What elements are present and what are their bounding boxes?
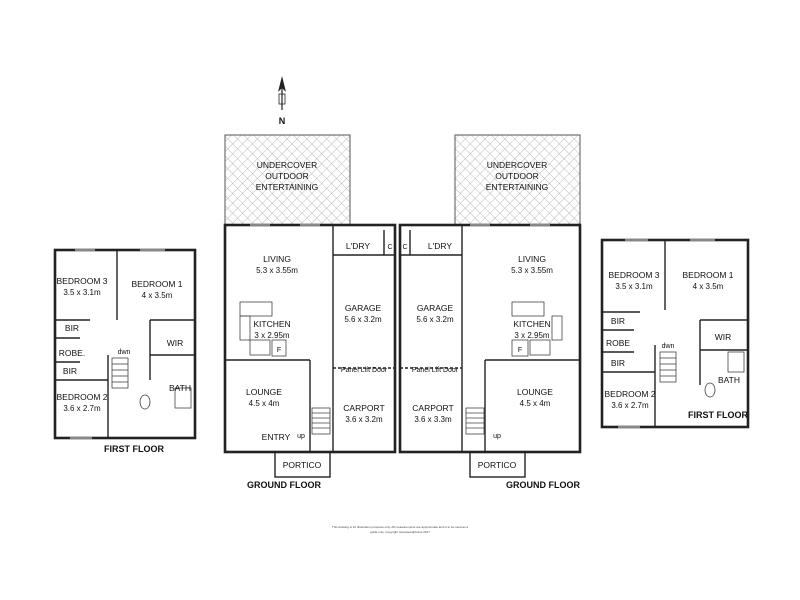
carport-dims: 3.6 x 3.3m [414, 415, 452, 424]
outdoor-label-line1: UNDERCOVER [487, 160, 547, 170]
bedroom3-label: BEDROOM 3 [56, 276, 107, 286]
carport-label: CARPORT [343, 403, 384, 413]
outdoor-label-line2: OUTDOOR [265, 171, 308, 181]
laundry-cupboard-label: C [402, 244, 407, 251]
disclaimer-line1: This drawing is for illustration purpose… [332, 525, 469, 529]
laundry-label: L'DRY [428, 241, 452, 251]
carport-dims: 3.6 x 3.2m [345, 415, 383, 424]
living-dims: 5.3 x 3.55m [511, 266, 553, 275]
robe-label: ROBE. [59, 348, 85, 358]
bedroom1-dims: 4 x 3.5m [142, 291, 173, 300]
unit-left-first-floor: BEDROOM 3 3.5 x 3.1m BEDROOM 1 4 x 3.5m … [53, 248, 197, 454]
outdoor-area-right [454, 134, 581, 226]
fridge-label: F [518, 347, 522, 354]
bir-label-2: BIR [63, 366, 77, 376]
entry-label: ENTRY [262, 432, 291, 442]
fridge-label: F [277, 347, 281, 354]
robe-label: ROBE [606, 338, 630, 348]
living-label: LIVING [263, 254, 291, 264]
wir-label: WIR [715, 332, 732, 342]
stairs-down-label: dwn [662, 343, 675, 350]
living-label: LIVING [518, 254, 546, 264]
panel-lift-door-label: Panel Lift Door [412, 367, 459, 374]
panel-lift-door-label: Panel Lift Door [341, 367, 388, 374]
stairs-down-label: dwn [118, 349, 131, 356]
garage-dims: 5.6 x 3.2m [416, 315, 454, 324]
lounge-label: LOUNGE [246, 387, 282, 397]
kitchen-dims: 3 x 2.95m [254, 331, 289, 340]
outdoor-label-line3: ENTERTAINING [486, 182, 549, 192]
garage-label: GARAGE [345, 303, 382, 313]
lounge-dims: 4.5 x 4m [249, 399, 280, 408]
bedroom1-label: BEDROOM 1 [682, 270, 733, 280]
bir-label-1: BIR [611, 316, 625, 326]
portico-label: PORTICO [283, 460, 322, 470]
disclaimer-line2: guide only. Copyright Jeanswardphotos 20… [370, 530, 430, 534]
bedroom1-label: BEDROOM 1 [131, 279, 182, 289]
bath-label: BATH [169, 383, 191, 393]
bedroom2-label: BEDROOM 2 [604, 389, 655, 399]
first-floor-outline-left [53, 248, 197, 440]
north-arrow-icon [278, 76, 286, 110]
laundry-label: L'DRY [346, 241, 370, 251]
ground-floor-label-left: GROUND FLOOR [247, 480, 321, 490]
portico-left [274, 451, 331, 478]
bath-label: BATH [718, 375, 740, 385]
outdoor-label-line1: UNDERCOVER [257, 160, 317, 170]
kitchen-label: KITCHEN [513, 319, 550, 329]
bir-label-1: BIR [65, 323, 79, 333]
bedroom2-label: BEDROOM 2 [56, 392, 107, 402]
bedroom2-dims: 3.6 x 2.7m [611, 401, 649, 410]
unit-left-ground-floor: UNDERCOVER OUTDOOR ENTERTAINING LIVING 5… [223, 134, 397, 490]
bedroom3-dims: 3.5 x 3.1m [63, 288, 101, 297]
kitchen-dims: 3 x 2.95m [514, 331, 549, 340]
portico-right [469, 451, 526, 478]
bedroom3-label: BEDROOM 3 [608, 270, 659, 280]
bedroom1-dims: 4 x 3.5m [693, 282, 724, 291]
lounge-dims: 4.5 x 4m [520, 399, 551, 408]
first-floor-label-left: FIRST FLOOR [104, 444, 164, 454]
bedroom3-dims: 3.5 x 3.1m [615, 282, 653, 291]
lounge-label: LOUNGE [517, 387, 553, 397]
stairs-up-label: up [297, 433, 305, 440]
stairs-up-label: up [493, 433, 501, 440]
kitchen-label: KITCHEN [253, 319, 290, 329]
carport-label: CARPORT [412, 403, 453, 413]
ground-floor-label-right: GROUND FLOOR [506, 480, 580, 490]
bir-label-2: BIR [611, 358, 625, 368]
garage-dims: 5.6 x 3.2m [344, 315, 382, 324]
outdoor-label-line3: ENTERTAINING [256, 182, 319, 192]
unit-right-first-floor: BEDROOM 3 3.5 x 3.1m BEDROOM 1 4 x 3.5m … [600, 238, 750, 429]
garage-label: GARAGE [417, 303, 454, 313]
first-floor-outline-right [600, 238, 750, 429]
laundry-cupboard-label: C [387, 244, 392, 251]
unit-right-ground-floor: UNDERCOVER OUTDOOR ENTERTAINING LIVING 5… [398, 134, 582, 490]
wir-label: WIR [167, 338, 184, 348]
living-dims: 5.3 x 3.55m [256, 266, 298, 275]
north-label: N [279, 116, 286, 126]
outdoor-label-line2: OUTDOOR [495, 171, 538, 181]
first-floor-label-right: FIRST FLOOR [688, 410, 748, 420]
bedroom2-dims: 3.6 x 2.7m [63, 404, 101, 413]
portico-label: PORTICO [478, 460, 517, 470]
outdoor-area-left [224, 134, 351, 226]
